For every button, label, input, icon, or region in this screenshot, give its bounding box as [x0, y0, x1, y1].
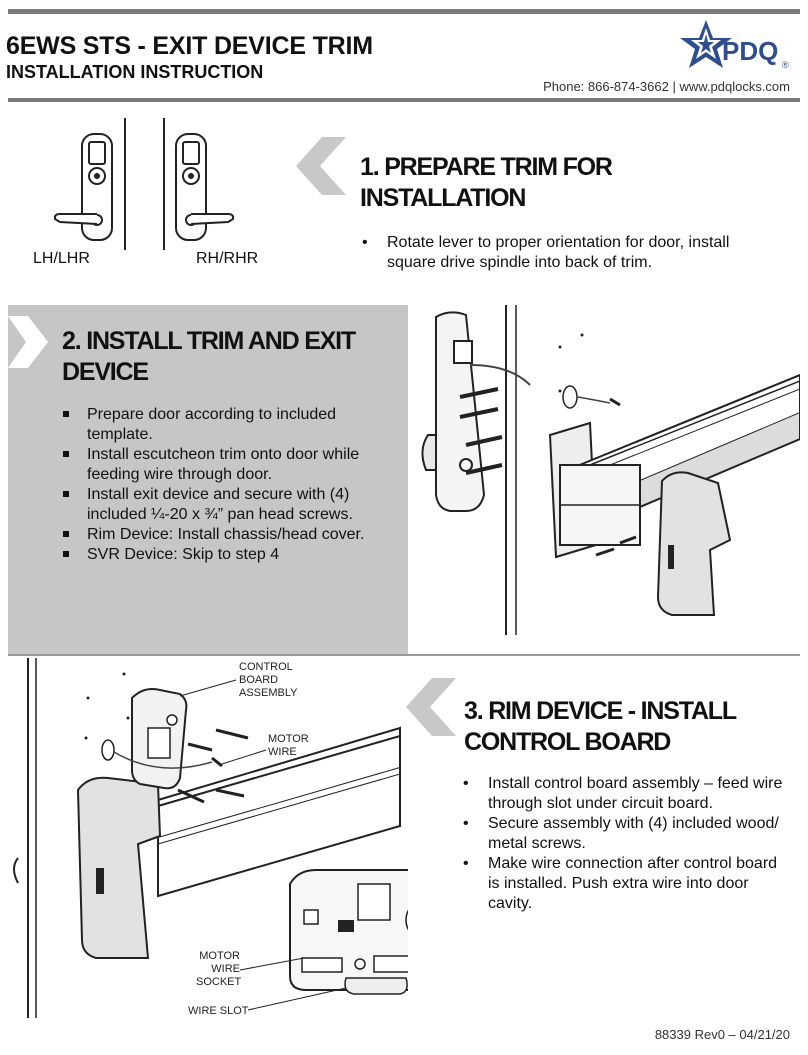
step-2-heading: 2. INSTALL TRIM AND EXIT DEVICE	[62, 326, 402, 388]
step-1-bullet: Rotate lever to proper orientation for d…	[360, 233, 780, 273]
lever-trim-illustration-lh	[40, 118, 140, 258]
step-3-bullet: Secure assembly with (4) included wood/ …	[461, 814, 793, 854]
logo-registered-mark: ®	[782, 60, 789, 70]
step-1-heading: 1. PREPARE TRIM FOR INSTALLATION	[360, 152, 790, 214]
step-2-heading-line-1: 2. INSTALL TRIM AND EXIT	[62, 327, 356, 355]
step-2-heading-line-2: DEVICE	[62, 358, 149, 386]
section-divider	[8, 654, 800, 656]
callout-line: CONTROL	[239, 661, 293, 673]
callout-motor-wire-socket: MOTOR WIRE SOCKET	[196, 950, 242, 989]
callout-line: MOTOR	[268, 733, 309, 745]
handing-label-lh: LH/LHR	[33, 250, 90, 267]
page-subtitle: INSTALLATION INSTRUCTION	[6, 62, 264, 82]
step-2-gray-panel	[8, 305, 408, 655]
handing-label-rh: RH/RHR	[196, 250, 259, 267]
exit-device-install-illustration	[410, 305, 800, 655]
step-3-heading: 3. RIM DEVICE - INSTALL CONTROL BOARD	[464, 696, 794, 758]
lever-trim-illustration-rh	[150, 118, 250, 258]
callout-line: ASSEMBLY	[239, 687, 298, 699]
callout-line: WIRE	[268, 746, 297, 758]
step-2-bullet-list: Prepare door according to included templ…	[60, 405, 392, 565]
callout-control-board-assembly: CONTROL BOARD ASSEMBLY	[239, 661, 298, 700]
step-3-bullet-list: Install control board assembly – feed wi…	[461, 774, 793, 914]
header-bottom-rule	[8, 98, 800, 102]
step-1-heading-line-1: 1. PREPARE TRIM FOR	[360, 153, 613, 181]
rim-device-control-board-illustration	[8, 658, 408, 1018]
step-2-bullet: SVR Device: Skip to step 4	[60, 545, 392, 565]
page-title: 6EWS STS - EXIT DEVICE TRIM	[6, 32, 373, 60]
step-2-bullet: Rim Device: Install chassis/head cover.	[60, 525, 392, 545]
contact-info: Phone: 866-874-3662 | www.pdqlocks.com	[543, 79, 790, 94]
callout-line: BOARD	[239, 674, 279, 686]
step-2-bullet: Install exit device and secure with (4) …	[60, 485, 392, 525]
step-2-bullet: Install escutcheon trim onto door while …	[60, 445, 392, 485]
step-3-heading-line-1: 3. RIM DEVICE - INSTALL	[464, 697, 737, 725]
pdq-star-icon: PDQ ®	[680, 20, 789, 70]
step-1-bullet-list: Rotate lever to proper orientation for d…	[360, 233, 780, 273]
chevron-left-icon	[296, 137, 346, 195]
chevron-right-icon	[8, 316, 48, 368]
step-2-bullet: Prepare door according to included templ…	[60, 405, 392, 445]
step-1-heading-line-2: INSTALLATION	[360, 184, 526, 212]
callout-line: MOTOR	[199, 950, 240, 962]
header-top-rule	[8, 9, 800, 14]
callout-line: WIRE	[211, 963, 240, 975]
document-number: 88339 Rev0 – 04/21/20	[654, 1027, 790, 1042]
step-3-bullet: Install control board assembly – feed wi…	[461, 774, 793, 814]
logo-text: PDQ	[722, 36, 778, 66]
step-3-bullet: Make wire connection after control board…	[461, 854, 793, 914]
chevron-left-icon	[406, 678, 456, 736]
step-3-heading-line-2: CONTROL BOARD	[464, 728, 671, 756]
callout-line: SOCKET	[196, 976, 242, 988]
callout-motor-wire: MOTOR WIRE	[268, 733, 309, 759]
pdq-logo: PDQ ®	[676, 18, 792, 76]
callout-wire-slot: WIRE SLOT	[188, 1005, 249, 1017]
